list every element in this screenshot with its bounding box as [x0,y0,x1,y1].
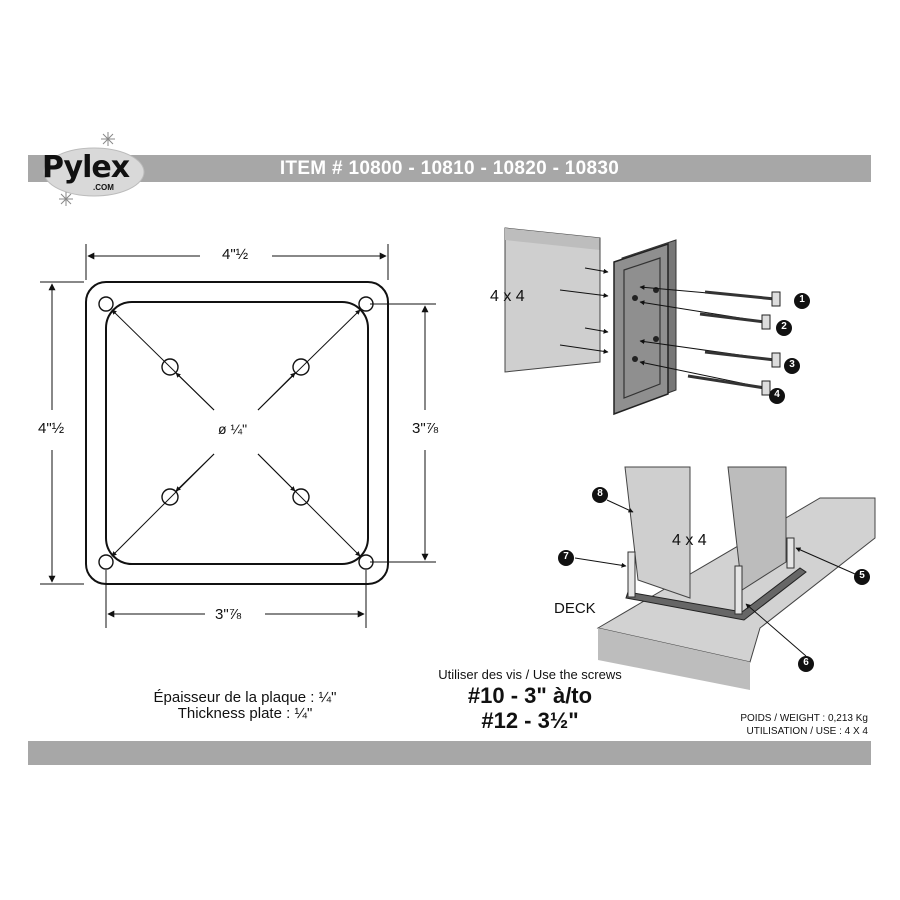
dim-inner-width-bottom: 3"⅞ [215,606,242,623]
screw-icon [704,350,781,368]
thickness-note: Épaisseur de la plaque : ¼" Thickness pl… [95,690,395,722]
dim-inner-height-right: 3"⅞ [412,420,439,437]
screw-icon [699,312,771,330]
product-specs: POIDS / WEIGHT : 0,213 Kg UTILISATION / … [640,712,868,738]
screw-hole [161,358,179,376]
post-exploded-view [504,227,810,416]
dimension-lines [40,244,436,628]
header-bar [28,155,871,182]
post-right-face [727,466,787,591]
dim-height-left: 4"½ [38,420,65,437]
callout-number-4: 4 [774,389,780,400]
callout-number-2: 2 [781,321,787,332]
post-left-face [624,466,691,599]
plate-inner-recess [105,301,369,565]
logo-suffix: .COM [93,183,114,192]
screw-icon [704,290,781,307]
callout-number-3: 3 [789,359,795,370]
screw-hole [161,488,179,506]
callout-1 [794,293,810,309]
screw-hole [292,488,310,506]
callout-number-1: 1 [799,294,805,305]
screw-hole [292,358,310,376]
deck-installed-view [558,466,876,690]
logo-text: Pylex [42,150,130,185]
callout-6 [798,656,814,672]
screw-icon [687,374,771,396]
screws-intro: Utiliser des vis / Use the screws [438,667,622,682]
screw-icon [786,537,795,569]
screw-size-2: #12 - 3½" [481,708,579,733]
post-side [505,228,600,250]
post-label-bottom: 4 x 4 [672,532,707,549]
callout-2 [776,320,792,336]
corner-hole [98,296,114,312]
post-label-top: 4 x 4 [490,288,525,305]
screw-icon [734,565,743,615]
plate-top-view [85,281,389,585]
callout-8 [592,487,608,503]
callout-number-7: 7 [563,551,569,562]
plate-outline [85,281,389,585]
weight-spec: POIDS / WEIGHT : 0,213 Kg [740,713,868,724]
callout-4 [769,388,785,404]
thickness-line-en: Thickness plate : ¼" [177,705,313,722]
pylex-logo [43,132,145,206]
dim-width-top: 4"½ [222,246,249,263]
plate-face [613,242,669,416]
callout-number-6: 6 [803,657,809,668]
screw-size-1: #10 - 3" à/to [467,683,593,708]
deck-front [598,628,750,690]
callout-5 [854,569,870,585]
hole-diameter-label: ø ¼" [218,421,248,437]
callout-number-5: 5 [859,570,865,581]
callout-3 [784,358,800,374]
item-title: ITEM # 10800 - 10810 - 10820 - 10830 [279,158,620,179]
screws-spec: #10 - 3" à/to #12 - 3½" [410,683,650,733]
sparkle-icon [59,192,73,206]
sparkle-icon [101,132,115,146]
deck-label: DECK [554,600,596,617]
callout-7 [558,550,574,566]
corner-hole [98,554,114,570]
screw-icon [627,551,636,598]
thickness-line-fr: Épaisseur de la plaque : ¼" [153,689,337,706]
callout-number-8: 8 [597,488,603,499]
footer-bar [28,741,871,765]
use-spec: UTILISATION / USE : 4 X 4 [746,726,868,737]
hole-leader-lines [111,309,361,557]
